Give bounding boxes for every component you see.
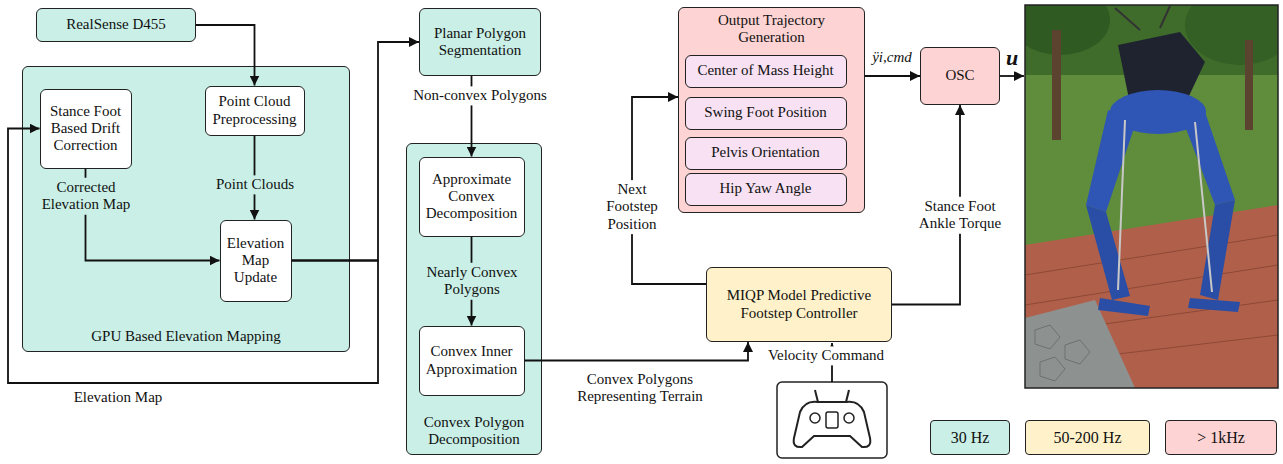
box-label: Approximate Convex Decomposition [420, 169, 524, 225]
edge-label: Elevation Map [71, 388, 166, 407]
box-label: Point Cloud Preprocessing [206, 91, 304, 130]
legend-swatch: > 1kHz [1165, 420, 1277, 455]
box-label: Elevation Map Update [221, 233, 291, 289]
input-label: Velocity Command [765, 346, 887, 365]
connector [196, 25, 255, 86]
process-box: OSC [920, 47, 1000, 105]
group-heading: GPU Based Elevation Mapping [23, 328, 349, 345]
box-label: MIQP Model Predictive Footstep Controlle… [707, 285, 891, 324]
process-box: Approximate Convex Decomposition [419, 157, 525, 237]
box-label: Stance Foot Based Drift Correction [41, 101, 131, 157]
box-label: Center of Mass Height [686, 60, 846, 81]
process-box: Swing Foot Position [685, 97, 847, 130]
group-heading: Output Trajectory Generation [679, 12, 864, 47]
box-label: OSC [921, 65, 999, 86]
group-panel: Output Trajectory GenerationCenter of Ma… [678, 7, 865, 213]
connector [525, 342, 749, 361]
process-box: Point Cloud Preprocessing [205, 86, 305, 136]
edge-label: Next Footstep Position [595, 180, 669, 234]
legend-text: 50-200 Hz [1054, 429, 1122, 447]
process-box: Pelvis Orientation [685, 137, 847, 170]
box-label: Convex Inner Approximation [420, 341, 524, 380]
process-box: Convex Inner Approximation [419, 326, 525, 396]
box-label: RealSense D455 [37, 14, 195, 35]
signal-label: u [1003, 44, 1021, 71]
process-box: Planar Polygon Segmentation [419, 8, 541, 76]
edge-label: Corrected Elevation Map [39, 178, 134, 215]
edge-label: Nearly Convex Polygons [416, 263, 528, 300]
connector [865, 75, 920, 77]
box-label: Pelvis Orientation [686, 142, 846, 163]
process-box: Stance Foot Based Drift Correction [40, 89, 132, 169]
process-box: RealSense D455 [36, 8, 196, 42]
process-box: MIQP Model Predictive Footstep Controlle… [706, 267, 892, 342]
process-box: Center of Mass Height [685, 55, 847, 88]
box-label: Planar Polygon Segmentation [420, 23, 540, 62]
photo-frame [1025, 5, 1278, 388]
process-box: Hip Yaw Angle [685, 173, 847, 206]
group-heading: Convex Polygon Decomposition [407, 414, 541, 449]
robot-photo [1025, 5, 1278, 388]
box-label: Hip Yaw Angle [686, 178, 846, 199]
legend-text: 30 Hz [951, 429, 990, 447]
edge-label: Point Clouds [213, 175, 297, 194]
legend-swatch: 50-200 Hz [1025, 420, 1150, 455]
edge-label: Non-convex Polygons [410, 86, 550, 105]
edge-label: Stance Foot Ankle Torque [911, 197, 1009, 234]
box-label: Swing Foot Position [686, 102, 846, 123]
connector [8, 129, 378, 384]
control-output-arrow [1000, 75, 1024, 77]
joystick-icon [777, 382, 887, 458]
edge-label: Convex Polygons Representing Terrain [565, 370, 715, 407]
edge-label: ÿi,cmd [869, 48, 915, 67]
connector [292, 42, 420, 261]
legend-text: > 1kHz [1197, 429, 1245, 447]
process-box: Elevation Map Update [220, 220, 292, 302]
legend-swatch: 30 Hz [930, 420, 1010, 455]
